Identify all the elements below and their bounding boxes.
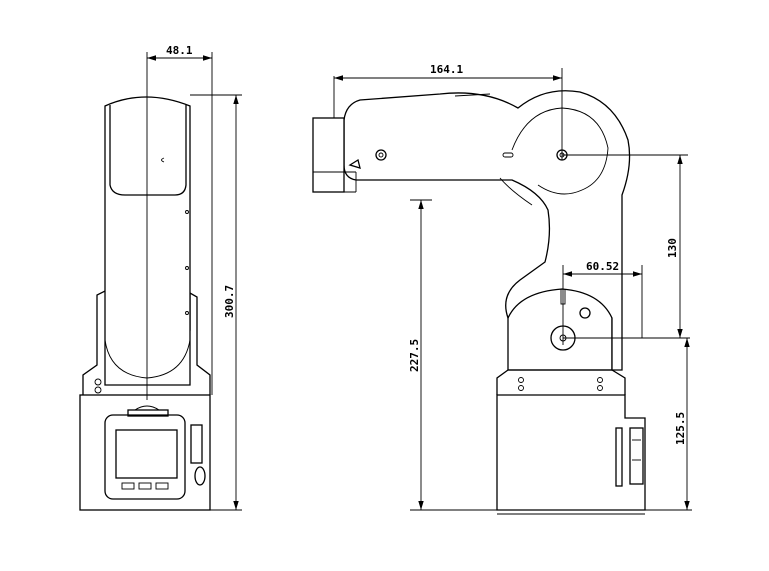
front-base: [79, 394, 211, 511]
shoulder-hole: [579, 307, 591, 319]
dim-base-height: 125.5: [674, 412, 687, 445]
dim-front-height: 300.7: [223, 285, 236, 318]
dim-shoulder-height: 227.5: [408, 339, 421, 372]
dim-front-width: 48.1: [166, 44, 193, 57]
front-view: 48.1 300.7: [79, 44, 242, 511]
front-arm-mark: [161, 157, 165, 163]
dim-upper-arm: 130: [666, 238, 679, 258]
side-base: [496, 394, 646, 511]
front-screw-1: [94, 378, 102, 386]
dim-side-reach: 164.1: [430, 63, 463, 76]
wrist-joint: [375, 149, 387, 161]
front-port: [190, 424, 203, 464]
front-arm-panel: [109, 105, 187, 196]
side-view: 164.1 130 60.52 227.5 125.5: [312, 63, 692, 515]
front-arm: [104, 96, 191, 386]
side-arm: [343, 90, 631, 371]
end-effector: [312, 117, 345, 193]
side-port-1: [615, 427, 623, 487]
dim-joint-offset: 60.52: [586, 260, 619, 273]
side-port-2: [629, 427, 644, 485]
front-button: [194, 466, 206, 486]
front-joint-arc: [134, 405, 160, 411]
front-screen-bezel: [104, 414, 186, 500]
front-screw-2: [94, 386, 102, 394]
elbow-inner-arc: [511, 107, 609, 195]
side-shoulder-flange: [496, 369, 626, 395]
front-slot: [127, 409, 169, 417]
front-screen: [115, 429, 178, 479]
